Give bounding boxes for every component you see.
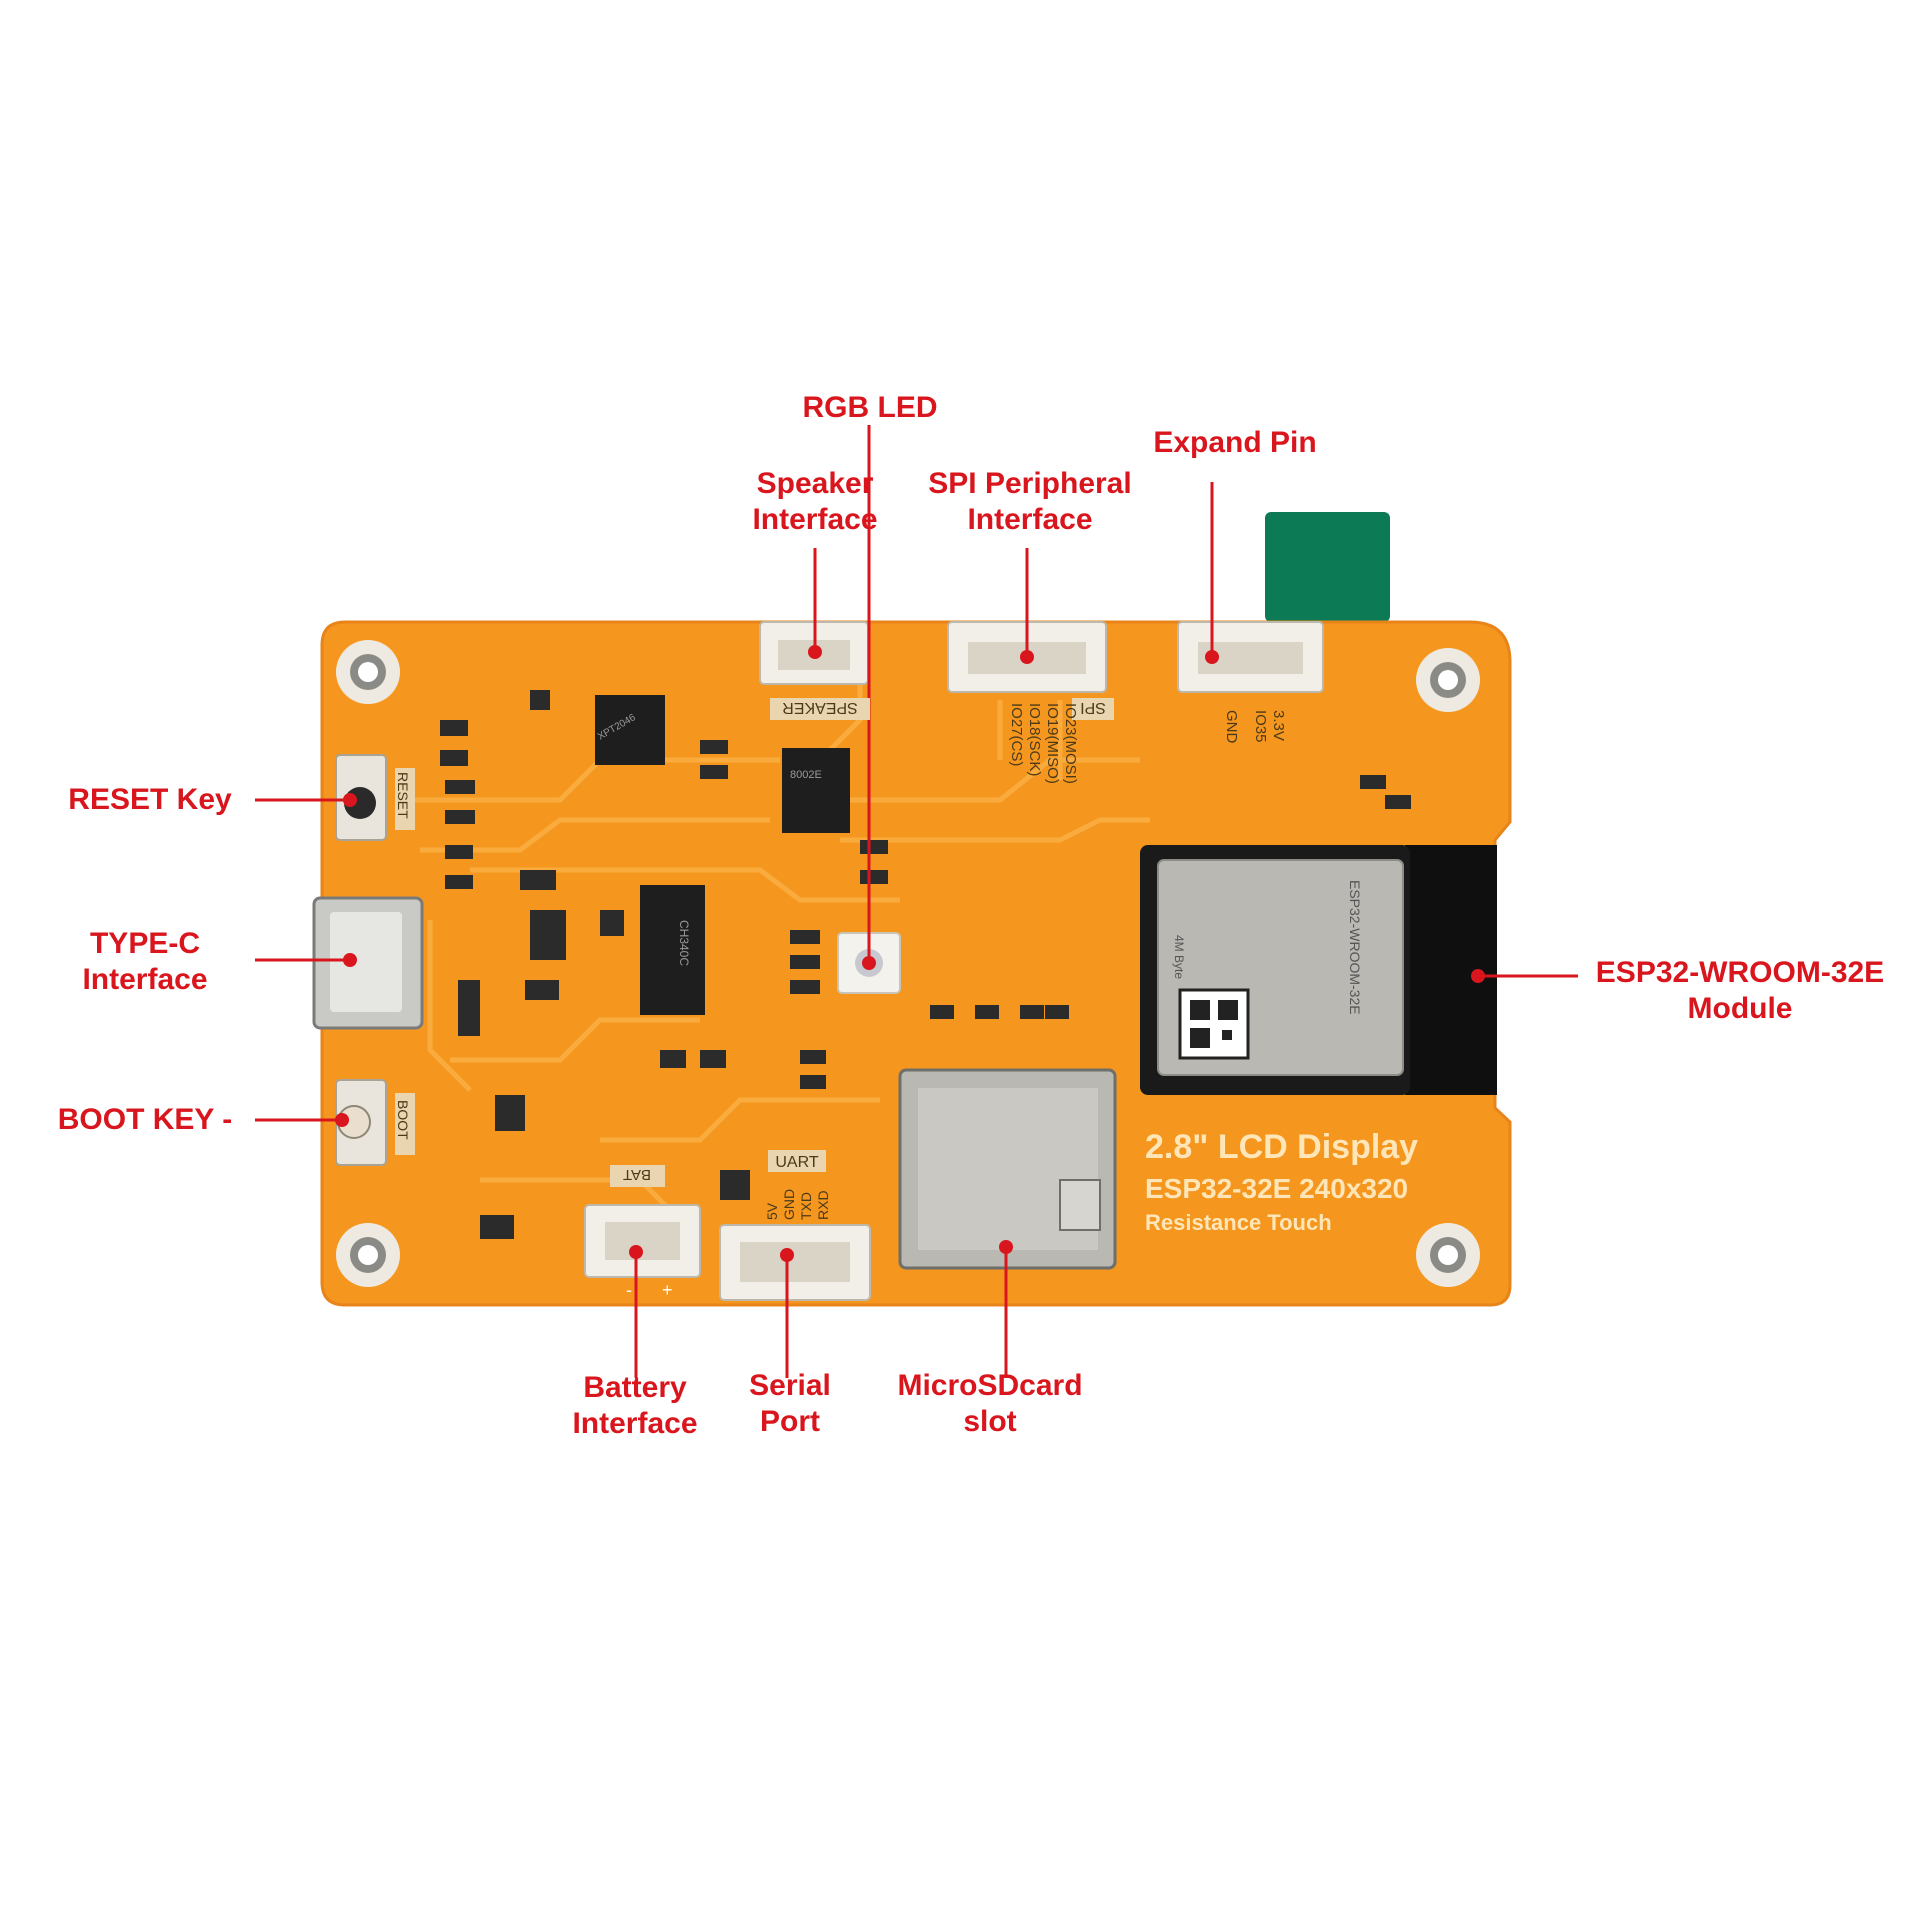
silk-display-model: ESP32-32E 240x320 <box>1145 1173 1408 1204</box>
silk-uart: UART <box>775 1154 818 1171</box>
callout-esp32-module: ESP32-WROOM-32E Module <box>1590 955 1890 1027</box>
silk-uart-pin: TXD <box>798 1192 814 1220</box>
smd-components <box>440 690 1411 1239</box>
callout-serial-port: Serial Port <box>720 1368 860 1440</box>
callout-spi-line2: Interface <box>967 503 1093 536</box>
callout-battery-line1: Battery <box>583 1371 687 1404</box>
silk-expand-pin: IO35 <box>1252 710 1269 743</box>
callout-boot-key: BOOT KEY - <box>45 1102 245 1138</box>
microsd-slot <box>898 1068 1117 1270</box>
callout-speaker-line2: Interface <box>752 503 878 536</box>
silk-spi-pin: IO27(CS) <box>1008 703 1025 766</box>
callout-sdcard-line1: MicroSDcard <box>897 1369 1083 1402</box>
callout-reset-key: RESET Key <box>50 782 250 818</box>
silk-uart-pin: 5V <box>764 1202 780 1220</box>
callout-esp32-line1: ESP32-WROOM-32E <box>1595 956 1885 989</box>
usb-serial-chip <box>640 885 705 1015</box>
callout-battery-line2: Interface <box>572 1407 698 1440</box>
touch-controller-chip <box>595 695 665 765</box>
silk-uart-pin: RXD <box>815 1190 831 1220</box>
leader-lines <box>255 425 1578 1378</box>
mounting-holes <box>336 640 1480 1287</box>
silk-reset: RESET <box>395 772 411 819</box>
silk-chip-usb: CH340C <box>677 920 691 966</box>
silk-spi-pin: IO23(MOSI) <box>1062 703 1079 784</box>
silk-expand-pin: GND <box>1223 710 1240 744</box>
silk-bat: BAT <box>623 1166 651 1183</box>
silk-speaker: SPEAKER <box>782 699 858 716</box>
leader-dots <box>335 645 1485 1262</box>
callout-serial-line2: Port <box>760 1405 820 1438</box>
silk-uart-pins: RXD TXD GND 5V <box>764 1189 831 1220</box>
callout-battery-interface: Battery Interface <box>545 1370 725 1442</box>
battery-connector <box>584 1204 701 1278</box>
silk-expand-pins: GND IO35 3.3V <box>1223 710 1287 744</box>
pcb-board <box>320 620 1512 1307</box>
callout-spi-interface: SPI Peripheral Interface <box>900 466 1160 538</box>
callout-typec-line1: TYPE-C <box>89 927 200 960</box>
silk-bat-plus: + <box>662 1280 673 1300</box>
silk-spi-pin: IO19(MISO) <box>1044 703 1061 784</box>
callout-esp32-line2: Module <box>1687 992 1793 1025</box>
flex-cable <box>1265 512 1390 622</box>
callout-reset-line1: RESET Key <box>68 783 232 816</box>
uart-connector <box>719 1224 871 1301</box>
esp32-module <box>1140 845 1497 1095</box>
callout-speaker-line1: Speaker <box>756 467 874 500</box>
callout-microsd-slot: MicroSDcard slot <box>880 1368 1100 1440</box>
callout-serial-line1: Serial <box>749 1369 831 1402</box>
callout-rgb-led-line1: RGB LED <box>802 391 938 424</box>
silk-bat-minus: - <box>626 1280 632 1300</box>
callout-expand-pin: Expand Pin <box>1120 425 1350 461</box>
silk-spi-pin: IO18(SCK) <box>1026 703 1043 776</box>
silk-display-title: 2.8" LCD Display <box>1145 1128 1418 1166</box>
callout-typec-line2: Interface <box>82 963 208 996</box>
silk-uart-pin: GND <box>781 1189 797 1220</box>
usb-c-port <box>312 896 424 1030</box>
silk-spi-pins: IO23(MOSI) IO19(MISO) IO18(SCK) IO27(CS) <box>1008 703 1079 784</box>
silk-boot: BOOT <box>395 1100 411 1140</box>
silk-spi: SPI <box>1080 699 1106 716</box>
silk-expand-pin: 3.3V <box>1270 710 1287 741</box>
silk-module-flash: 4M Byte <box>1172 935 1186 979</box>
callout-speaker-interface: Speaker Interface <box>715 466 915 538</box>
callout-spi-line1: SPI Peripheral <box>928 467 1132 500</box>
silk-chip-amp: 8002E <box>790 769 822 781</box>
expand-connector <box>1177 621 1324 693</box>
callout-boot-line1: BOOT KEY - <box>57 1103 233 1136</box>
silk-module-name: ESP32-WROOM-32E <box>1347 880 1363 1015</box>
callout-sdcard-line2: slot <box>963 1405 1017 1438</box>
callout-expand-line1: Expand Pin <box>1153 426 1317 459</box>
audio-amp-chip <box>782 748 850 833</box>
silk-display-touch: Resistance Touch <box>1145 1210 1332 1235</box>
silkscreen: SPEAKER SPI IO23(MOSI) IO19(MISO) IO18(S… <box>395 698 1418 1300</box>
callout-rgb-led: RGB LED <box>780 390 960 426</box>
boot-button <box>335 1079 387 1166</box>
callout-typec-interface: TYPE-C Interface <box>60 926 230 998</box>
